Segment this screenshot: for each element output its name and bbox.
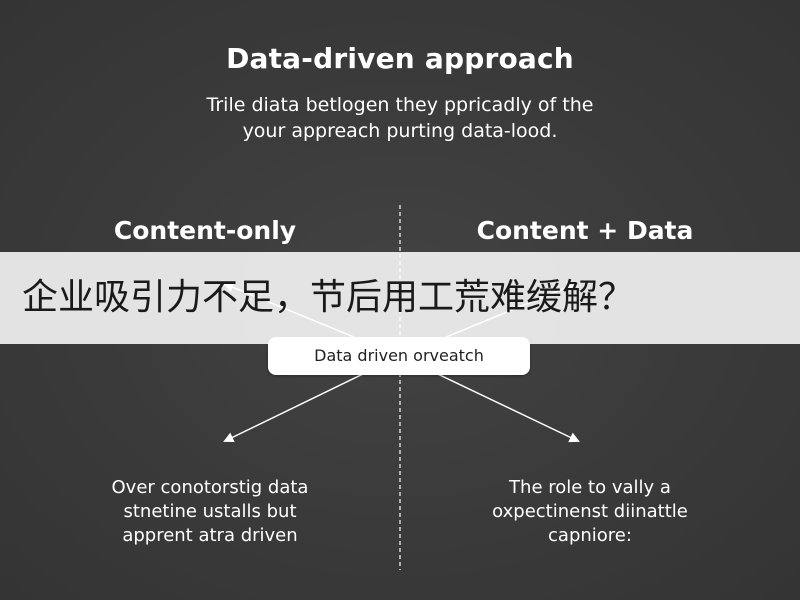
left-text-line: Over conotorstig data [111, 477, 309, 498]
right-text-line: oxpectinenst diinattle [492, 501, 688, 522]
right-column-heading: Content + Data [476, 216, 694, 245]
right-text-line: capniore: [548, 525, 632, 546]
right-column-text: The role to vally a oxpectinenst diinatt… [440, 476, 740, 548]
right-text-line: The role to vally a [509, 477, 671, 498]
caption-banner: 企业吸引力不足，节后用工荒难缓解？ [0, 252, 800, 344]
diagram-subtitle: Trile diata betlogen they ppricadly of t… [0, 92, 800, 144]
diagram-title: Data-driven approach [226, 42, 574, 75]
left-column-heading: Content-only [113, 216, 297, 245]
left-text-line: apprent atra driven [122, 525, 298, 546]
left-text-line: stnetine ustalls but [123, 501, 297, 522]
left-column-text: Over conotorstig data stnetine ustalls b… [60, 476, 360, 548]
subtitle-line: Trile diata betlogen they ppricadly of t… [206, 94, 594, 116]
caption-text: 企业吸引力不足，节后用工荒难缓解？ [22, 277, 635, 318]
subtitle-line: your appreach purting data-lood. [242, 120, 558, 142]
